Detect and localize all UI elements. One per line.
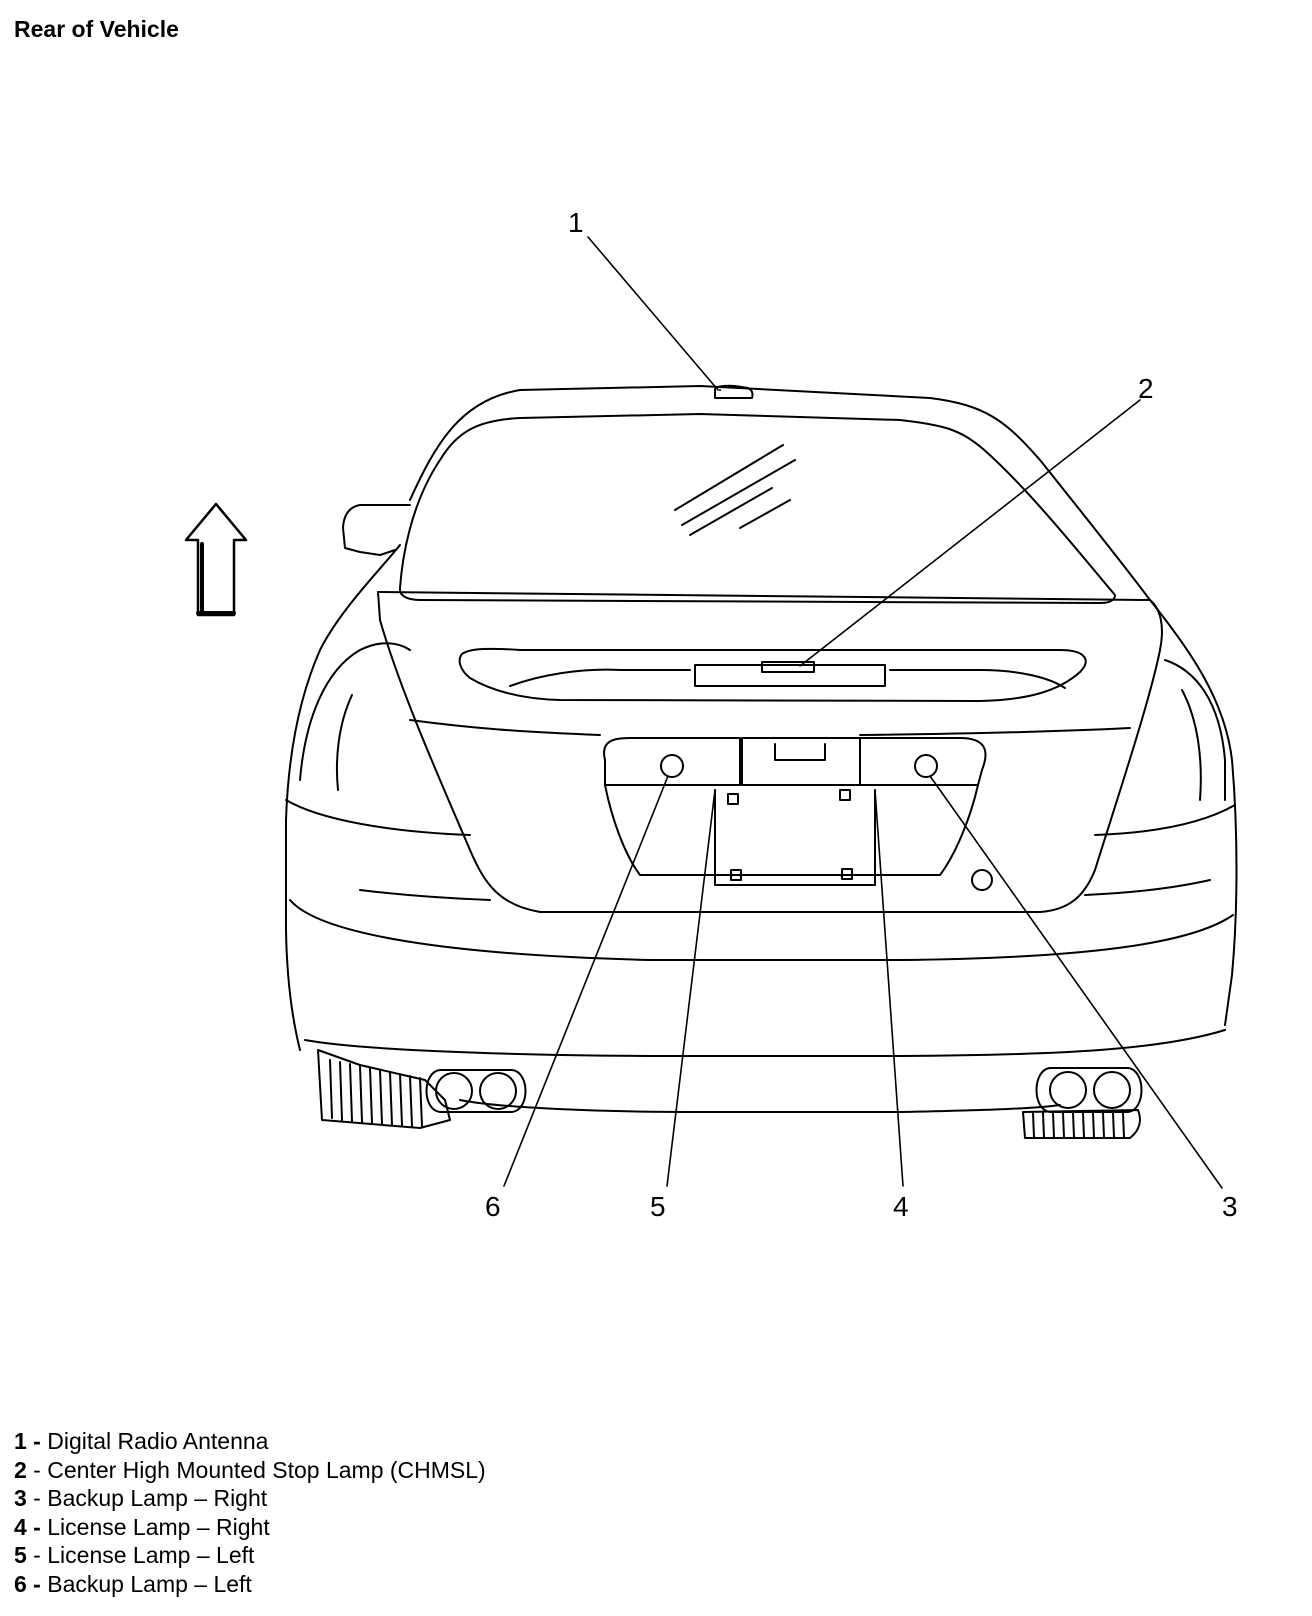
legend-separator: - — [26, 1513, 48, 1540]
legend: 1 - Digital Radio Antenna 2 - Center Hig… — [14, 1427, 486, 1599]
legend-number: 4 — [14, 1513, 27, 1540]
callout-6: 6 — [485, 1191, 501, 1222]
backup-lamp-left — [660, 754, 684, 778]
legend-separator: - — [26, 1570, 48, 1597]
legend-item: 2 - Center High Mounted Stop Lamp (CHMSL… — [14, 1456, 486, 1485]
chmsl-lamp — [761, 661, 815, 673]
chmsl-housing — [458, 647, 1087, 702]
exhaust-left — [425, 1069, 527, 1113]
roof-outline — [409, 385, 1041, 501]
up-arrow-icon — [184, 502, 248, 617]
leader-line-6 — [503, 775, 669, 1187]
mud-flap-left — [317, 1049, 451, 1129]
legend-item: 5 - License Lamp – Left — [14, 1541, 486, 1570]
license-plate-area — [603, 737, 987, 886]
leader-line-1 — [587, 236, 719, 391]
leader-line-5 — [666, 789, 716, 1187]
callout-2: 2 — [1138, 373, 1154, 404]
callout-5: 5 — [650, 1191, 666, 1222]
legend-separator: - — [26, 1456, 48, 1483]
page-title: Rear of Vehicle — [14, 16, 179, 42]
legend-text: Backup Lamp – Left — [47, 1570, 252, 1597]
legend-separator: - — [26, 1542, 48, 1569]
legend-number: 6 — [14, 1570, 27, 1597]
trunk-lock — [971, 869, 993, 891]
legend-text: Digital Radio Antenna — [47, 1428, 269, 1454]
legend-number: 2 — [14, 1456, 27, 1483]
legend-separator: - — [26, 1428, 48, 1454]
exhaust-right — [1035, 1067, 1143, 1113]
legend-item: 4 - License Lamp – Right — [14, 1513, 486, 1542]
legend-text: Center High Mounted Stop Lamp (CHMSL) — [47, 1456, 486, 1483]
legend-number: 3 — [14, 1485, 27, 1512]
legend-number: 5 — [14, 1542, 27, 1569]
legend-number: 1 — [14, 1428, 27, 1454]
mud-flap-right — [1022, 1109, 1141, 1139]
legend-text: License Lamp – Right — [47, 1513, 270, 1540]
body-outline — [285, 459, 1238, 1051]
legend-item: 3 - Backup Lamp – Right — [14, 1484, 486, 1513]
trunk-lid — [377, 591, 1163, 913]
rear-window — [398, 413, 1116, 604]
legend-text: License Lamp – Left — [47, 1542, 255, 1569]
leader-line-3 — [929, 775, 1223, 1189]
leader-line-2 — [799, 399, 1141, 667]
legend-text: Backup Lamp – Right — [47, 1485, 268, 1512]
leader-lines — [503, 236, 1223, 1189]
side-mirror — [342, 504, 411, 556]
callout-4: 4 — [893, 1191, 909, 1222]
rear-bumper — [285, 799, 1236, 1113]
legend-separator: - — [26, 1485, 48, 1512]
legend-item: 6 - Backup Lamp – Left — [14, 1570, 486, 1599]
legend-item: 1 - Digital Radio Antenna — [14, 1427, 486, 1456]
callout-1: 1 — [568, 207, 584, 238]
backup-lamp-right — [914, 754, 938, 778]
leader-line-4 — [874, 789, 904, 1187]
callout-3: 3 — [1222, 1191, 1238, 1222]
antenna-shape — [714, 384, 754, 399]
